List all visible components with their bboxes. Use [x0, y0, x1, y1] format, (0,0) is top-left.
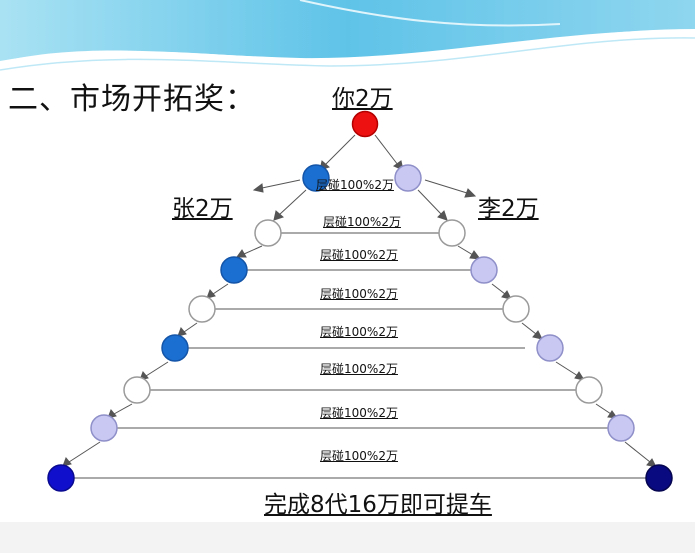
- arrow-left-5: [139, 361, 169, 381]
- node-l5: [161, 334, 189, 362]
- node-l1: [302, 164, 330, 192]
- node-r7: [607, 414, 635, 442]
- layer-label-7: 层碰100%2万: [320, 406, 398, 420]
- arrow-right-3: [491, 283, 512, 300]
- right-label: 李2万: [478, 196, 539, 222]
- header-wave: [0, 0, 695, 71]
- node-r8: [645, 464, 673, 492]
- node-r1: [394, 164, 422, 192]
- node-l2: [254, 219, 282, 247]
- node-r5: [536, 334, 564, 362]
- arrow-top-right: [374, 134, 404, 171]
- layer-label-1: 层碰100%2万: [316, 178, 394, 192]
- arrow-left-2: [236, 245, 263, 258]
- node-l4: [188, 295, 216, 323]
- layer-label-2: 层碰100%2万: [323, 215, 401, 229]
- level-lines: [61, 232, 659, 479]
- node-l3: [220, 256, 248, 284]
- arrow-right-1: [417, 189, 448, 221]
- arrow-right-4: [521, 322, 543, 340]
- node-l8: [47, 464, 75, 492]
- node-top: [351, 110, 379, 138]
- node-r2: [438, 219, 466, 247]
- arrow-to-zhang: [252, 179, 301, 193]
- page-title: 二、市场开拓奖：: [8, 82, 256, 117]
- arrow-left-7: [62, 441, 101, 467]
- arrow-left-6: [107, 403, 133, 419]
- arrow-left-3: [206, 283, 229, 299]
- arrow-left-1: [273, 189, 307, 221]
- arrow-left-4: [177, 322, 198, 337]
- layer-label-4: 层碰100%2万: [320, 287, 398, 301]
- node-r4: [502, 295, 530, 323]
- node-l7: [90, 414, 118, 442]
- arrow-right-2: [457, 245, 482, 260]
- bottom-strip: [0, 522, 695, 553]
- layer-label-5: 层碰100%2万: [320, 325, 398, 339]
- arrow-top-left: [319, 134, 356, 171]
- layer-label-6: 层碰100%2万: [320, 362, 398, 376]
- arrow-right-6: [595, 403, 619, 419]
- node-r3: [470, 256, 498, 284]
- node-r6: [575, 376, 603, 404]
- arrow-right-5: [555, 361, 586, 381]
- top-label: 你2万: [332, 86, 393, 112]
- node-l6: [123, 376, 151, 404]
- arrow-right-7: [624, 441, 657, 468]
- left-label: 张2万: [172, 196, 233, 222]
- arrow-to-li: [424, 179, 477, 198]
- footer-note: 完成8代16万即可提车: [264, 492, 492, 518]
- nodes: [47, 110, 673, 492]
- layer-label-3: 层碰100%2万: [320, 248, 398, 262]
- layer-label-8: 层碰100%2万: [320, 449, 398, 463]
